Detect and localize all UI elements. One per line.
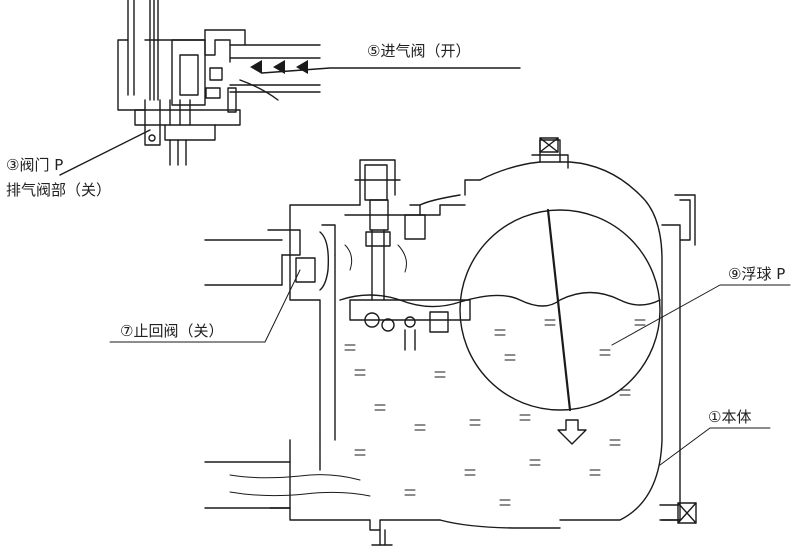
label-float-ball: ⑨浮球 P <box>728 265 786 283</box>
down-arrow-icon <box>557 419 587 445</box>
label-valve-p: ③阀门 P <box>6 156 64 174</box>
label-intake-valve: ⑤进气阀（开） <box>367 42 471 60</box>
pump-body <box>204 137 697 546</box>
water-surface <box>339 291 661 308</box>
label-exhaust-valve: 排气阀部（关） <box>6 181 112 199</box>
valve-mechanism <box>295 164 471 351</box>
inset-valve-detail <box>59 0 521 176</box>
leader-lines <box>109 269 791 466</box>
water-marks <box>344 319 646 506</box>
float-ball <box>459 208 661 412</box>
label-body: ①本体 <box>708 408 752 426</box>
label-check-valve: ⑦止回阀（关） <box>120 322 224 340</box>
